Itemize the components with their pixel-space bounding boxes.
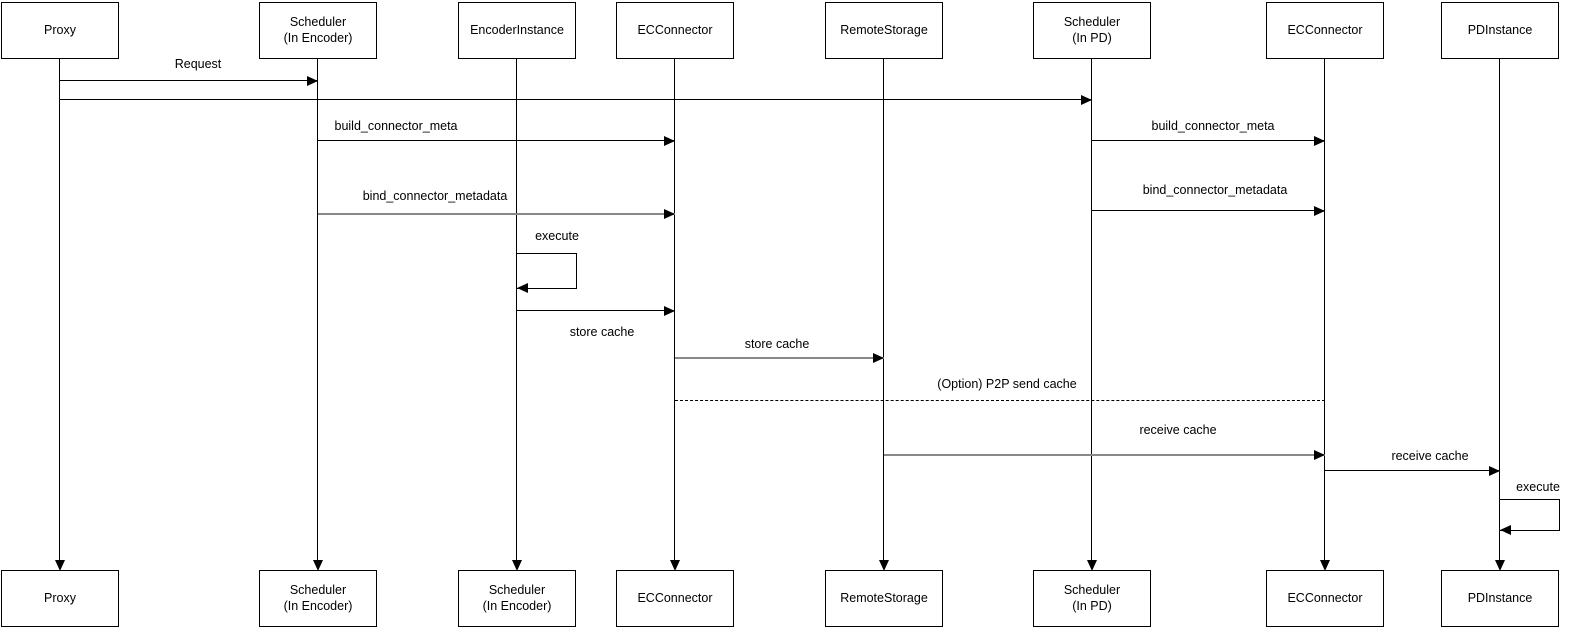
- actor-box-bottom-pd-instance: PDInstance: [1441, 570, 1559, 627]
- lifeline-end-arrow-icon-pd-instance: [1494, 560, 1505, 571]
- message-arrowhead-icon-encoder-store-cache: [664, 306, 675, 316]
- self-message-label-execute-encoder: execute: [535, 229, 579, 243]
- message-label-p2p-send-cache: (Option) P2P send cache: [937, 377, 1077, 391]
- actor-box-bottom-encoder-instance: Scheduler (In Encoder): [458, 570, 576, 627]
- actor-box-bottom-ec-connector-right: ECConnector: [1266, 570, 1384, 627]
- message-line-p2p-send-cache: [675, 400, 1325, 401]
- message-label-receive-cache-from-storage: receive cache: [1139, 423, 1217, 437]
- lifeline-encoder-instance: [516, 59, 517, 561]
- self-message-loop-execute-pd: [1500, 499, 1560, 531]
- lifeline-end-arrow-icon-proxy: [54, 560, 65, 571]
- lifeline-scheduler-encoder: [317, 59, 318, 561]
- actor-box-top-remote-storage: RemoteStorage: [825, 2, 943, 59]
- actor-box-bottom-scheduler-encoder: Scheduler (In Encoder): [259, 570, 377, 627]
- message-arrowhead-icon-receive-cache-to-pd: [1489, 466, 1500, 476]
- lifeline-remote-storage: [883, 59, 884, 561]
- actor-box-bottom-ec-connector-left: ECConnector: [616, 570, 734, 627]
- message-line-store-cache-remote: [675, 357, 884, 359]
- message-arrowhead-icon-build-connector-meta-pd: [1314, 136, 1325, 146]
- message-label-receive-cache-to-pd: receive cache: [1391, 449, 1469, 463]
- message-arrowhead-icon-build-connector-meta-enc: [664, 136, 675, 146]
- actor-box-top-encoder-instance: EncoderInstance: [458, 2, 576, 59]
- actor-box-bottom-remote-storage: RemoteStorage: [825, 570, 943, 627]
- message-line-request: [60, 80, 318, 81]
- message-arrowhead-icon-request: [307, 76, 318, 86]
- message-line-encoder-store-cache: [517, 310, 675, 311]
- self-message-loop-execute-encoder: [517, 253, 577, 289]
- message-arrowhead-icon-bind-connector-metadata-enc: [664, 209, 675, 219]
- lifeline-pd-instance: [1499, 59, 1500, 561]
- message-label-build-connector-meta-pd: build_connector_meta: [1151, 119, 1275, 133]
- message-arrowhead-icon-store-cache-remote: [873, 353, 884, 363]
- message-line-receive-cache-from-storage: [884, 454, 1325, 456]
- actor-box-bottom-proxy: Proxy: [1, 570, 119, 627]
- message-arrowhead-icon-bind-connector-metadata-pd: [1314, 206, 1325, 216]
- actor-box-top-scheduler-encoder: Scheduler (In Encoder): [259, 2, 377, 59]
- lifeline-end-arrow-icon-scheduler-pd: [1086, 560, 1097, 571]
- self-message-arrowhead-icon-execute-pd: [1500, 525, 1511, 535]
- actor-box-top-ec-connector-left: ECConnector: [616, 2, 734, 59]
- message-label-bind-connector-metadata-enc: bind_connector_metadata: [362, 189, 508, 203]
- lifeline-scheduler-pd: [1091, 59, 1092, 561]
- message-line-receive-cache-to-pd: [1325, 470, 1500, 471]
- message-label-request: Request: [174, 57, 222, 71]
- message-arrowhead-icon-proxy-to-scheduler-pd: [1081, 95, 1092, 105]
- actor-box-top-scheduler-pd: Scheduler (In PD): [1033, 2, 1151, 59]
- message-line-bind-connector-metadata-enc: [318, 213, 675, 215]
- lifeline-ec-connector-right: [1324, 59, 1325, 561]
- message-label-encoder-store-cache: store cache: [569, 325, 635, 339]
- lifeline-end-arrow-icon-encoder-instance: [511, 560, 522, 571]
- message-line-bind-connector-metadata-pd: [1092, 210, 1325, 211]
- lifeline-end-arrow-icon-ec-connector-left: [669, 560, 680, 571]
- message-arrowhead-icon-receive-cache-from-storage: [1314, 450, 1325, 460]
- message-label-bind-connector-metadata-pd: bind_connector_metadata: [1142, 183, 1288, 197]
- message-label-build-connector-meta-enc: build_connector_meta: [334, 119, 458, 133]
- self-message-label-execute-pd: execute: [1516, 480, 1560, 494]
- lifeline-proxy: [59, 59, 60, 561]
- message-line-build-connector-meta-pd: [1092, 140, 1325, 141]
- actor-box-bottom-scheduler-pd: Scheduler (In PD): [1033, 570, 1151, 627]
- actor-box-top-ec-connector-right: ECConnector: [1266, 2, 1384, 59]
- message-line-build-connector-meta-enc: [318, 140, 675, 141]
- actor-box-top-pd-instance: PDInstance: [1441, 2, 1559, 59]
- actor-box-top-proxy: Proxy: [1, 2, 119, 59]
- lifeline-end-arrow-icon-ec-connector-right: [1319, 560, 1330, 571]
- lifeline-end-arrow-icon-scheduler-encoder: [312, 560, 323, 571]
- lifeline-end-arrow-icon-remote-storage: [878, 560, 889, 571]
- self-message-arrowhead-icon-execute-encoder: [517, 283, 528, 293]
- message-line-proxy-to-scheduler-pd: [60, 99, 1092, 100]
- message-label-store-cache-remote: store cache: [744, 337, 810, 351]
